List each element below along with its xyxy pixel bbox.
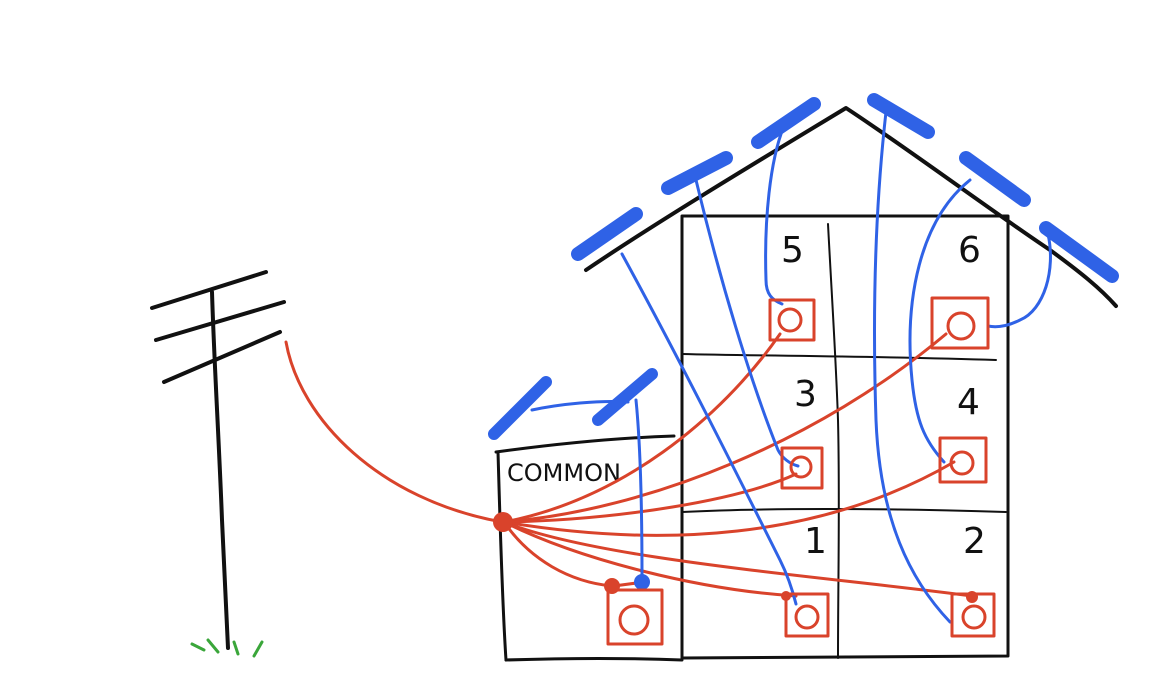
wire-pole-to-hub <box>284 340 504 524</box>
solar-wire-panel5-to-unit-4 <box>908 178 972 464</box>
common-annex <box>494 434 684 662</box>
solar-panel-6 <box>1039 221 1119 283</box>
meter-unit-4 <box>938 436 988 484</box>
solar-panel-3 <box>751 97 821 149</box>
meter-box <box>950 592 996 638</box>
meter-box <box>606 588 664 646</box>
floor-line-upper <box>681 353 997 361</box>
building-outline <box>680 214 1010 660</box>
floor-line-lower <box>681 508 1007 513</box>
common-label: COMMON <box>507 459 621 487</box>
meter-unit-2 <box>950 592 996 638</box>
annex-roof-line <box>494 434 676 454</box>
unit-label-3: 3 <box>794 374 817 415</box>
pole-crossarm-top <box>150 270 268 310</box>
meter-unit-3 <box>780 446 824 490</box>
meter-dial <box>789 455 813 479</box>
annex-floor <box>504 657 684 662</box>
pole-crossarm-middle <box>154 300 286 342</box>
wire-hub-to-unit-5 <box>502 332 782 524</box>
pole-shaft <box>210 290 230 650</box>
solar-wire-panel3-to-unit-5 <box>764 124 786 306</box>
solar-panel-2 <box>661 151 733 195</box>
solar-panel-annex-left <box>488 376 552 440</box>
solar-panel-4 <box>867 93 935 139</box>
meter-dial <box>777 307 803 333</box>
wire-hub-to-unit-2 <box>502 520 974 598</box>
wire-hub-to-unit-4 <box>502 460 956 537</box>
unit-label-6: 6 <box>958 230 981 271</box>
solar-wire-panel4-to-unit-2 <box>872 110 952 624</box>
common-meter-junction <box>604 578 620 594</box>
meter-box <box>930 296 990 350</box>
solar-wire-annex-to-common-meter <box>634 398 644 580</box>
annex-left-wall <box>496 450 508 662</box>
meter-box <box>768 298 816 342</box>
wire-hub-to-unit-6 <box>502 332 948 524</box>
solar-panels <box>488 93 1119 440</box>
meter-dial <box>946 311 976 341</box>
wire-hub-to-unit-1 <box>502 520 798 598</box>
wire-hub-to-common-meter <box>502 520 614 588</box>
utility-pole <box>150 270 286 650</box>
solar-wire-panel2-to-unit-3 <box>694 178 800 468</box>
unit-label-1: 1 <box>804 521 827 562</box>
pole-crossarm-bottom <box>162 330 282 384</box>
meter-unit-5 <box>768 298 816 342</box>
meter-dial <box>618 604 650 636</box>
solar-wire-panel6-to-unit-6 <box>986 232 1052 329</box>
meter-dial <box>949 450 975 476</box>
solar-panel-5 <box>959 151 1031 207</box>
meter-box <box>780 446 824 490</box>
meter-box <box>938 436 988 484</box>
meter-common <box>606 588 664 646</box>
solar-wire-panel1-to-unit-1 <box>620 252 798 606</box>
unit-label-5: 5 <box>781 230 804 271</box>
meter-box <box>784 592 830 638</box>
unit-label-4: 4 <box>957 382 980 423</box>
grass-tuft <box>190 638 264 658</box>
meter-dial <box>794 604 820 630</box>
unit-label-2: 2 <box>963 521 986 562</box>
house-roof <box>584 106 1118 308</box>
meter-unit-1 <box>784 592 830 638</box>
apartment-building <box>680 214 1010 660</box>
wire-hub-to-unit-3 <box>502 472 798 524</box>
building-center-wall <box>827 223 840 659</box>
meter-unit-6 <box>930 296 990 350</box>
meter-dial <box>961 604 987 630</box>
solar-panel-annex-right <box>592 368 658 426</box>
common-solar-junction <box>634 574 650 590</box>
junction-hub <box>493 512 513 532</box>
solar-panel-1 <box>571 207 643 261</box>
